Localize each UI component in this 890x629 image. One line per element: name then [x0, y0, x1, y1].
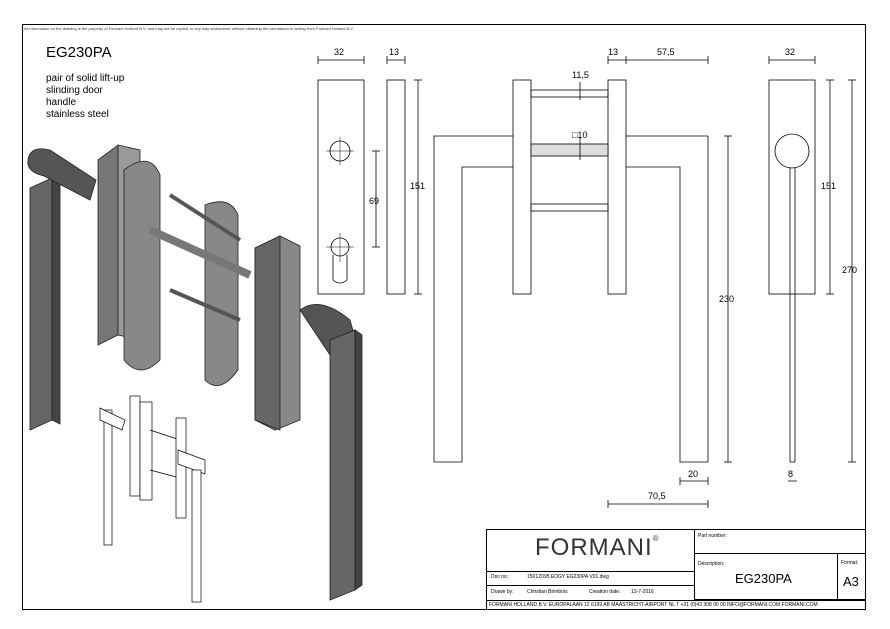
dim-front-plate-height: 151	[821, 181, 837, 191]
description-line: pair of solid lift-up	[46, 73, 125, 84]
dim-offset: 57,5	[657, 47, 675, 57]
description-label: Description:	[698, 561, 725, 567]
title-block: FORMANI® Part number: Description: EG230…	[486, 529, 866, 610]
front-plate-outline	[317, 79, 365, 295]
dim-side-depth: 13	[608, 47, 619, 57]
drawing-frame	[22, 24, 866, 610]
description-value: EG230PA	[735, 571, 792, 586]
dim-projection: 70,5	[648, 491, 666, 501]
description-line: stainless steel	[46, 109, 109, 120]
footer-divider	[487, 600, 865, 601]
product-code: EG230PA	[46, 44, 112, 61]
description-line: slinding door	[46, 85, 103, 96]
copyright-notice: All information on the drawing is the pr…	[24, 26, 354, 31]
company-footer: FORMANI HOLLAND B.V. EUROPALAAN 12 6199 …	[489, 602, 818, 608]
dim-hole-spacing: 69	[369, 196, 380, 206]
logo-cell: FORMANI®	[487, 530, 695, 571]
dim-total-length: 270	[842, 265, 858, 275]
format-value: A3	[843, 574, 859, 589]
description-cell	[695, 553, 866, 600]
dim-bar-width: 8	[788, 469, 794, 479]
dim-square-spindle: □10	[572, 130, 588, 140]
dim-lever-width: 20	[688, 469, 699, 479]
format-cell	[837, 553, 866, 600]
doc-no-label: Doc no.:	[491, 574, 510, 580]
creation-date-label: Creation date:	[589, 589, 621, 595]
dim-plate-width: 32	[334, 47, 345, 57]
drawn-by-value: Christian Brimbois	[527, 589, 568, 595]
doc-no-value: 1501Z095 EDGY EG230PA V01.dwg	[527, 574, 609, 580]
dim-front-width: 32	[785, 47, 796, 57]
creation-date-value: 13-7-2016	[631, 589, 654, 595]
formani-logo: FORMANI®	[535, 534, 660, 561]
dim-lever-height: 230	[719, 294, 735, 304]
drawn-by-label: Drawn by:	[491, 589, 514, 595]
doc-info-divider	[487, 585, 695, 586]
dim-plate-depth: 13	[389, 47, 400, 57]
dim-plate-height: 151	[410, 181, 426, 191]
part-number-label: Part number:	[698, 533, 727, 539]
description-line: handle	[46, 97, 77, 108]
product-description: pair of solid lift-up slinding door hand…	[46, 73, 124, 121]
dim-pin-spacing: 11,5	[572, 70, 589, 80]
format-label: Format:	[841, 560, 859, 566]
